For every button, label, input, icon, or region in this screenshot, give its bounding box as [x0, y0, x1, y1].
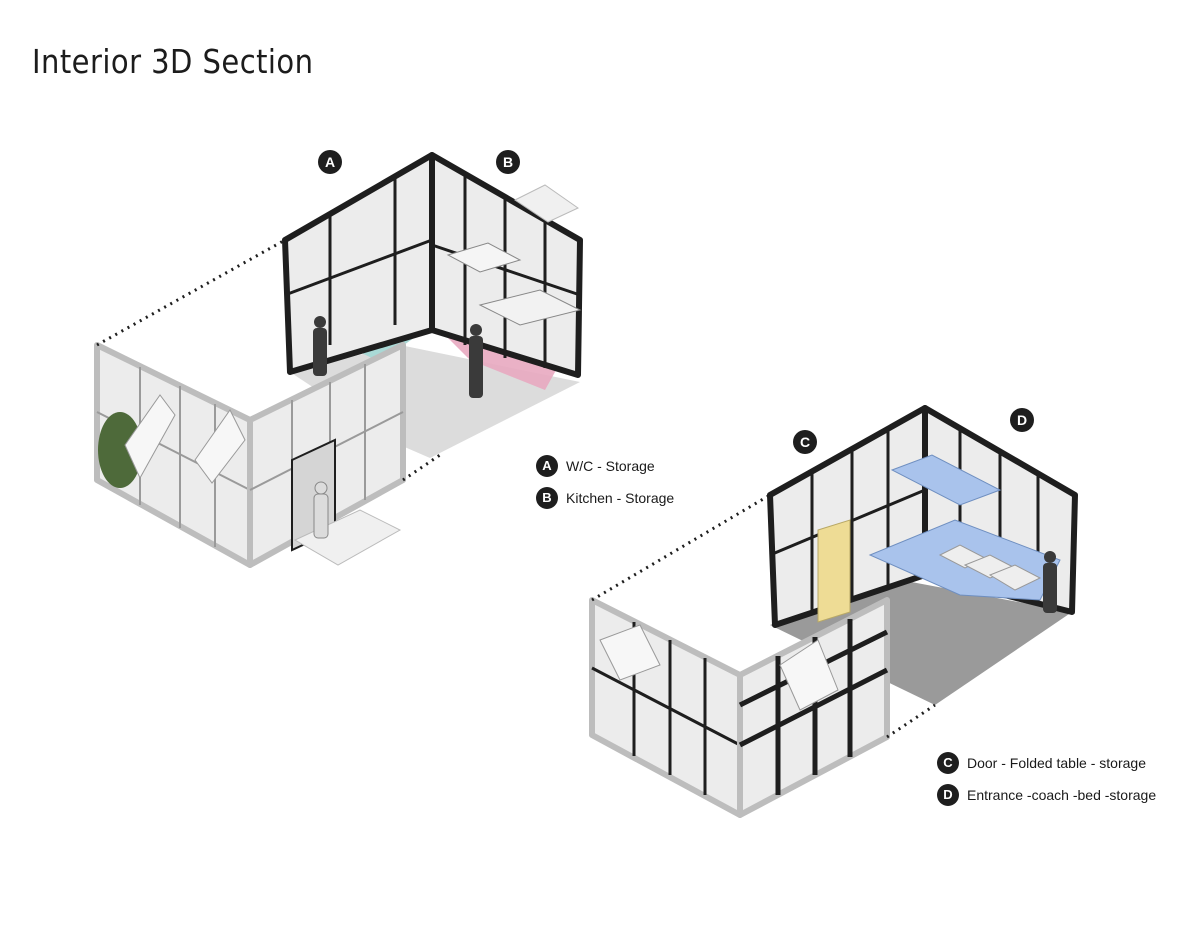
roof-hatch-panel	[514, 184, 579, 223]
legend-badge-c: C	[937, 752, 959, 774]
guide-lines-top	[96, 238, 441, 482]
window-flap-1	[124, 394, 176, 480]
legend-item-b: B Kitchen - Storage	[536, 486, 674, 510]
legend-label-c: Door - Folded table - storage	[967, 755, 1146, 771]
legend-badge-a: A	[536, 455, 558, 477]
person-wc	[313, 316, 327, 376]
cushions	[938, 544, 1042, 591]
marker-a: A	[318, 150, 342, 174]
person-bedroom	[1043, 551, 1057, 613]
legend-badge-b: B	[536, 487, 558, 509]
top-back-left-wall	[282, 152, 435, 375]
guide-lines-bottom	[591, 493, 936, 739]
marker-d: D	[1010, 408, 1034, 432]
bottom-window-flap-1	[599, 624, 661, 681]
module-top-3d-section	[94, 152, 583, 568]
window-flap-2	[194, 409, 246, 484]
folded-table	[817, 519, 851, 623]
legend-item-d: D Entrance -coach -bed -storage	[937, 783, 1156, 807]
legend-item-a: A W/C - Storage	[536, 454, 655, 478]
legend-label-b: Kitchen - Storage	[566, 490, 675, 506]
kitchen-counter	[478, 289, 582, 326]
marker-c: C	[793, 430, 817, 454]
tree	[98, 412, 142, 488]
legend-label-a: W/C - Storage	[566, 458, 655, 474]
person-entrance	[313, 481, 329, 539]
module-bottom-3d-section	[589, 405, 1078, 818]
entrance-steps	[293, 509, 402, 566]
person-kitchen	[469, 324, 483, 398]
page-title: Interior 3D Section	[32, 42, 314, 81]
bed-upper-storage	[890, 454, 1002, 506]
legend-badge-d: D	[937, 784, 959, 806]
bottom-window-flap-2	[779, 639, 839, 711]
marker-b: B	[496, 150, 520, 174]
legend-item-c: C Door - Folded table - storage	[937, 751, 1146, 775]
kitchen-shelf	[446, 242, 522, 273]
legend-label-d: Entrance -coach -bed -storage	[967, 787, 1157, 803]
